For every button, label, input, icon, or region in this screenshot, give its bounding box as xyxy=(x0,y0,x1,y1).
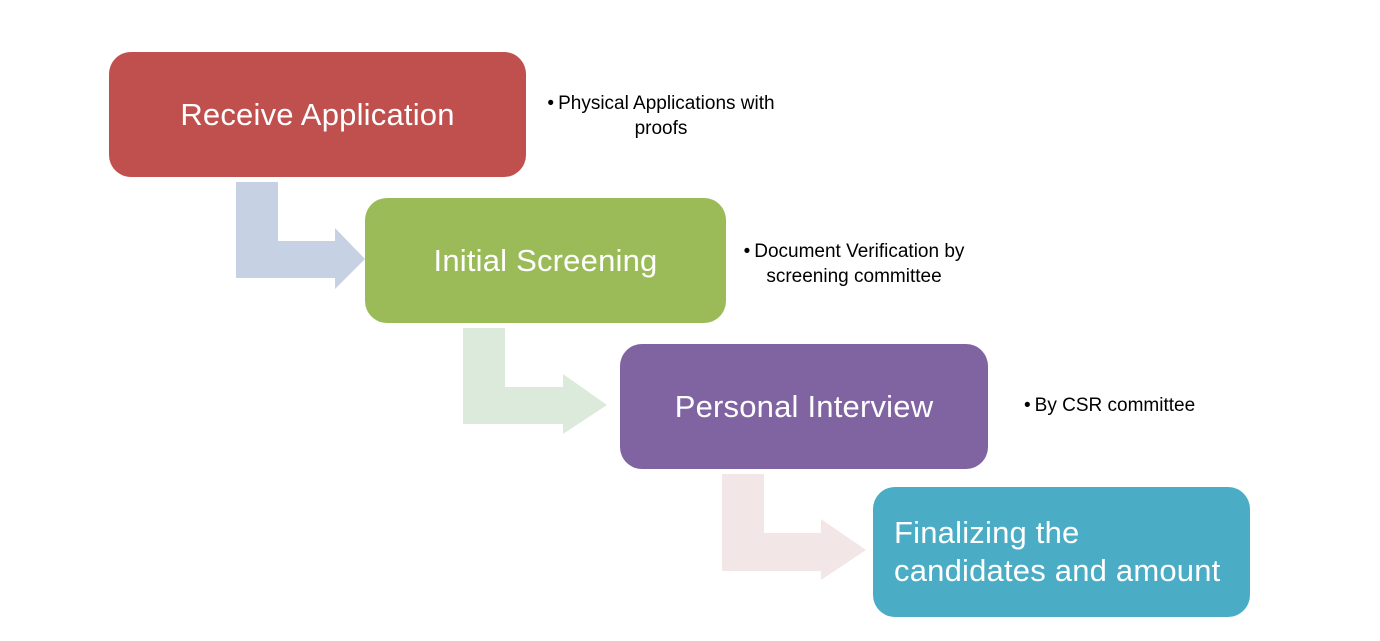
note-text: Document Verification by screening commi… xyxy=(754,241,965,287)
note-csr-committee: •By CSR committee xyxy=(1024,393,1214,418)
note-physical-applications: •Physical Applications with proofs xyxy=(536,91,786,141)
step-label: Personal Interview xyxy=(674,388,934,424)
note-document-verification: •Document Verification by screening comm… xyxy=(738,239,970,289)
step-label: Receive Application xyxy=(180,96,455,132)
bullet-icon: • xyxy=(743,241,751,262)
bullet-icon: • xyxy=(1024,395,1031,416)
note-text: Physical Applications with proofs xyxy=(558,93,775,139)
bullet-icon: • xyxy=(547,93,555,114)
step-label: Finalizing the candidates and amount xyxy=(894,515,1221,588)
step-initial-screening: Initial Screening xyxy=(365,198,726,323)
connector-arrow-2 xyxy=(463,328,607,434)
note-text: By CSR committee xyxy=(1034,395,1196,416)
connector-arrow-1 xyxy=(236,182,365,289)
step-personal-interview: Personal Interview xyxy=(620,344,988,469)
step-label: Initial Screening xyxy=(433,242,658,278)
step-finalizing-candidates: Finalizing the candidates and amount xyxy=(873,487,1250,617)
step-receive-application: Receive Application xyxy=(109,52,526,177)
connector-arrow-3 xyxy=(722,474,866,580)
